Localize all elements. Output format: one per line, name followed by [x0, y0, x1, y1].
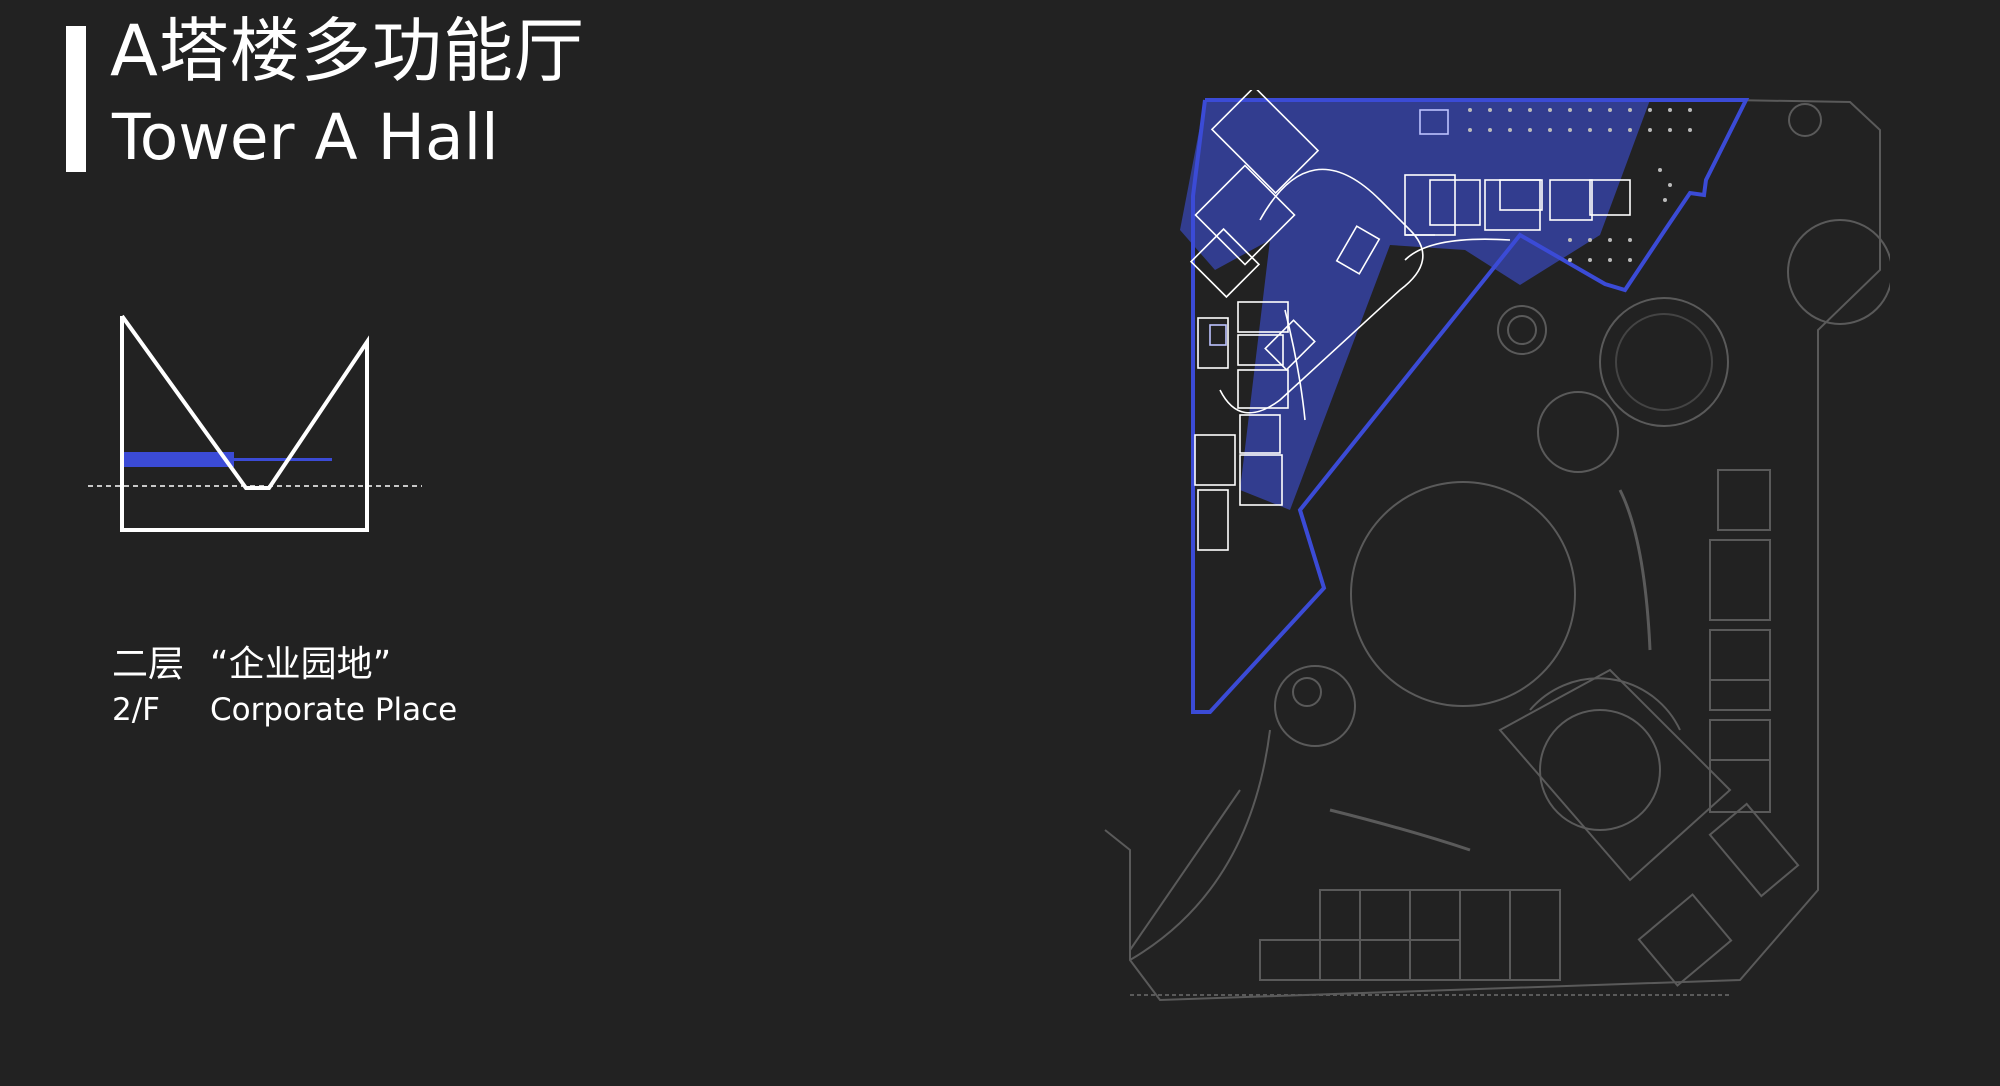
plan-rooms-white [1189, 90, 1631, 551]
title-accent-bar [66, 26, 86, 172]
floor-name-en: Corporate Place [210, 692, 458, 728]
section-level-icon [88, 314, 422, 532]
level-highlight-marker [122, 452, 234, 467]
plan-base-grey [1104, 99, 1890, 1002]
floor-level-cn: 二层 [112, 644, 185, 685]
floor-label-en: 2/F Corporate Place [112, 688, 457, 732]
floor-plan [1104, 90, 1890, 1002]
page-title-en: Tower A Hall [112, 101, 499, 174]
hall-boundary [1191, 98, 1750, 714]
floor-level-en: 2/F [112, 692, 160, 728]
floor-label-cn: 二层 “企业园地” [112, 640, 391, 690]
hall-highlight-area [1180, 100, 1650, 510]
building-section-outline [120, 314, 369, 532]
page-title-cn: A塔楼多功能厅 [110, 10, 585, 92]
floor-name-cn: “企业园地” [210, 644, 392, 685]
seating-dots [1468, 108, 1692, 262]
